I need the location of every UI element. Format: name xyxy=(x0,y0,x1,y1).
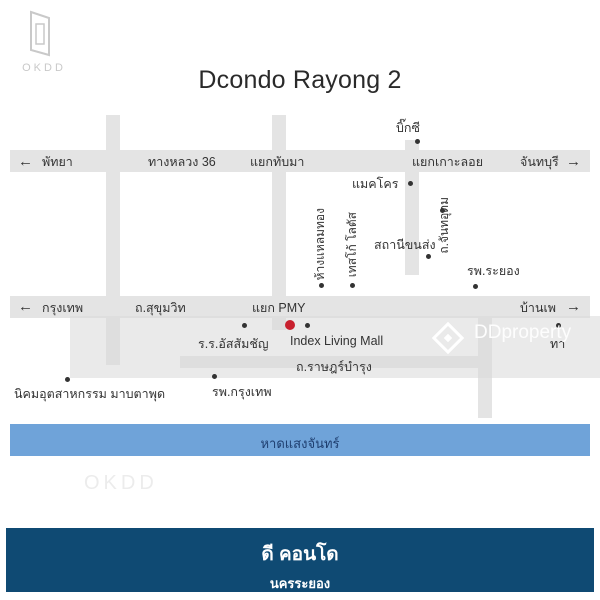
label-right-place: ทา xyxy=(550,337,566,351)
arrow-right-top: → xyxy=(566,153,581,170)
label-pattaya: พัทยา xyxy=(42,155,73,169)
banner-project-name: ดี คอนโด xyxy=(261,544,339,565)
project-banner: ดี คอนโด นครระยอง xyxy=(6,528,594,592)
label-sukhumvit: ถ.สุขุมวิท xyxy=(135,301,186,315)
ddproperty-icon xyxy=(431,321,465,355)
road-sukhumvit xyxy=(10,296,590,318)
arrow-left-top: ← xyxy=(18,153,33,170)
map-title: Dcondo Rayong 2 xyxy=(198,66,402,94)
label-makro: แมคโคร xyxy=(352,177,399,191)
road-top xyxy=(10,150,590,172)
marker-hanghaem-thong xyxy=(319,283,324,288)
label-beach: หาดแสงจันทร์ xyxy=(260,436,340,451)
marker-bus-station xyxy=(426,254,431,259)
marker-index-mall xyxy=(305,323,310,328)
label-tesco-lotus: เทสโก้ โลตัส xyxy=(345,212,359,278)
marker-school xyxy=(242,323,247,328)
label-chanudom-road: ถ.จันทอุดม xyxy=(437,197,451,254)
label-bigc: บิ๊กซี xyxy=(396,121,420,135)
label-rayong-hospital: รพ.ระยอง xyxy=(467,264,520,278)
watermark-band xyxy=(70,316,600,378)
label-school: ร.ร.อัสสัมชัญ xyxy=(198,337,269,351)
marker-chanudom xyxy=(440,208,445,213)
marker-bigc xyxy=(415,139,420,144)
marker-right-place xyxy=(556,323,561,328)
label-industrial-estate: นิคมอุตสาหกรรม มาบตาพุด xyxy=(14,387,166,401)
okdd-watermark: OKDD xyxy=(84,472,158,494)
label-highway-36: ทางหลวง 36 xyxy=(148,155,216,169)
label-bus-station: สถานีขนส่ง xyxy=(374,238,436,252)
logo-text: OKDD xyxy=(22,62,66,74)
arrow-right-middle: → xyxy=(566,298,581,315)
marker-rayong-hospital xyxy=(473,284,478,289)
label-junction-pmy: แยก PMY xyxy=(252,301,306,315)
road-vertical-3 xyxy=(405,140,419,275)
label-chanthaburi: จันทบุรี xyxy=(520,155,559,169)
arrow-left-middle: ← xyxy=(18,298,33,315)
label-junction-thapma: แยกทับมา xyxy=(250,155,305,169)
ddproperty-watermark: DDproperty xyxy=(474,322,572,343)
okdd-logo-mark xyxy=(30,10,50,57)
logo: OKDD xyxy=(14,8,74,74)
marker-industrial-estate xyxy=(65,377,70,382)
label-bangkok: กรุงเทพ xyxy=(42,301,84,315)
label-junction-kolo: แยกเกาะลอย xyxy=(412,155,484,169)
marker-tesco-lotus xyxy=(350,283,355,288)
label-ban-phe: บ้านเพ xyxy=(520,301,557,315)
sea xyxy=(10,424,590,456)
marker-makro xyxy=(408,181,413,186)
label-bangkok-hospital: รพ.กรุงเทพ xyxy=(212,385,272,399)
marker-bangkok-hospital xyxy=(212,374,217,379)
label-index-mall: Index Living Mall xyxy=(290,334,384,348)
label-ratburumrung: ถ.ราษฎร์บำรุง xyxy=(296,360,372,374)
label-hanghaem-thong: ห้างแหลมทอง xyxy=(313,208,327,281)
project-location-marker xyxy=(285,320,295,330)
banner-project-location: นครระยอง xyxy=(269,576,331,591)
